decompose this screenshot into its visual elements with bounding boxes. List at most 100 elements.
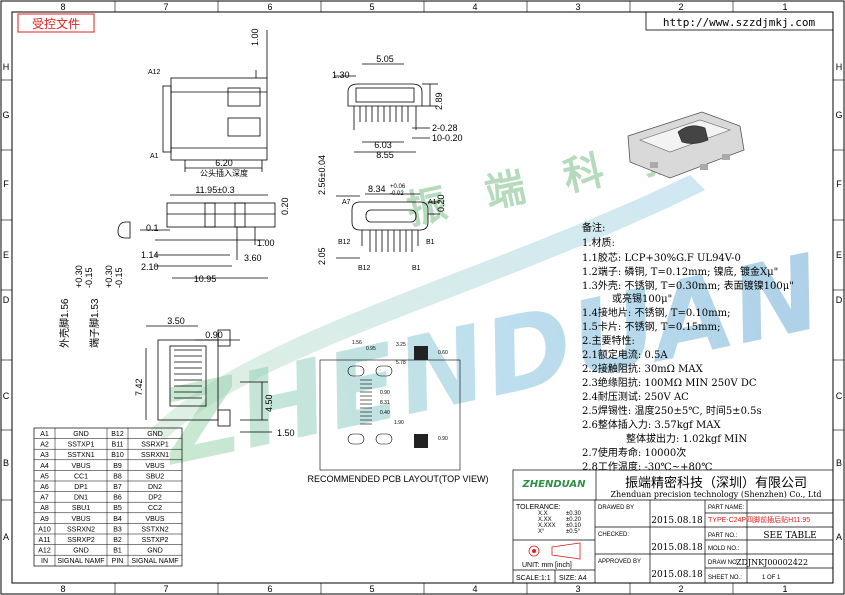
row-label: F <box>3 179 9 189</box>
col-label: 2 <box>678 584 683 594</box>
dim-label: 2.89 <box>434 92 444 110</box>
front-view-2 <box>336 193 440 259</box>
tolerance-key: X° <box>538 529 545 535</box>
tolerance-key: X.XXX <box>538 523 556 529</box>
pcb-dim: 0.40 <box>380 410 390 416</box>
row-label: H <box>3 62 10 72</box>
top-view <box>162 30 268 172</box>
pin-label: A1 <box>150 153 159 160</box>
pin-header: SIGNAL NAMF <box>57 558 104 565</box>
dim-label: 7.42 <box>134 378 144 396</box>
signal-name-cell: GND <box>73 431 89 438</box>
approved-label: APPROVED BY <box>598 559 641 565</box>
dim-label: 0.20 <box>436 194 446 212</box>
pin-label: B1 <box>426 239 435 246</box>
dim-label: +0.30 <box>74 265 84 288</box>
tolerance-key: X.XX <box>538 517 552 523</box>
signal-name-cell: VBUS <box>71 516 90 523</box>
pin-id-cell: A1 <box>40 431 49 438</box>
dim-label: +0.06 <box>390 184 406 190</box>
projection-symbol-icon <box>528 542 581 560</box>
dim-label: 10.95 <box>194 274 217 284</box>
dim-label: 外壳脚1.56 <box>58 298 71 348</box>
pin-id-cell: B8 <box>113 473 122 480</box>
note-line: 2.8工作温度: -30℃~+80℃ <box>582 460 712 473</box>
pin-id-cell: A11 <box>39 537 51 544</box>
row-label: H <box>836 62 843 72</box>
size-label: SIZE: A4 <box>559 575 587 582</box>
pcb-pad <box>414 434 428 448</box>
col-label: 7 <box>163 2 168 12</box>
col-label: 6 <box>267 2 272 12</box>
dim-label: 8.55 <box>376 150 394 160</box>
note-line: 或亮锡100μ" <box>612 292 672 305</box>
controlled-doc-stamp <box>17 13 95 33</box>
pin-id-cell: A2 <box>40 442 49 449</box>
dim-label: 6.20 <box>215 158 233 168</box>
stamp-text: 受控文件 <box>32 16 80 31</box>
dim-label: 6.03 <box>374 140 392 150</box>
note-line: 2.3绝缘阻抗: 100MΩ MIN 250V DC <box>582 376 757 389</box>
scale-label: SCALE:1:1 <box>516 575 551 582</box>
dim-label: 10-0.20 <box>432 133 463 143</box>
inner-border <box>11 11 834 584</box>
dim-label: 端子脚1.53 <box>88 298 101 348</box>
dim-label: 2.56±0.04 <box>317 155 327 195</box>
pin-header: PIN <box>112 558 124 565</box>
pin-id-cell: B10 <box>111 452 124 459</box>
signal-name-cell: SSTXP1 <box>68 442 95 449</box>
pin-header: SIGNAL NAMF <box>131 558 178 565</box>
dim-label: 11.95±0.3 <box>195 185 234 195</box>
connector-3d-render <box>627 111 745 179</box>
signal-name-cell: GND <box>73 548 89 555</box>
pin-id-cell: B7 <box>113 484 122 491</box>
tolerance-val: ±0.30 <box>566 511 582 517</box>
approved-date: 2015.08.18 <box>651 570 703 580</box>
pin-id-cell: B2 <box>113 537 122 544</box>
note-line: 2.2接触阻抗: 30mΩ MAX <box>582 362 704 375</box>
pcb-dim: 0.90 <box>380 390 390 396</box>
pin-label: B12 <box>358 265 371 272</box>
note-line: 2.4耐压测试: 250V AC <box>582 390 689 403</box>
pin-id-cell: A12 <box>38 548 51 555</box>
title-block-logo: ZHENDUAN <box>522 479 587 490</box>
dim-label: 4.50 <box>264 394 274 412</box>
pcb-layout <box>319 359 461 471</box>
tolerance-val: ±0.10 <box>566 523 582 529</box>
dim-label: 2.05 <box>317 247 327 265</box>
pcb-dim: 5.78 <box>396 360 406 366</box>
tolerance-val: ±0.5° <box>566 529 581 535</box>
signal-name-cell: DP1 <box>74 484 88 491</box>
title-block <box>512 469 834 584</box>
pcb-title: RECOMMENDED PCB LAYOUT(TOP VIEW) <box>307 474 488 484</box>
checked-date: 2015.08.18 <box>651 543 703 553</box>
row-label: D <box>836 295 843 305</box>
signal-name-cell: SBU2 <box>146 473 164 480</box>
dim-label: 5.05 <box>376 54 394 64</box>
part-name: TYPE-C24P四脚前插后贴H11.95 <box>708 515 810 524</box>
pin-id-cell: B3 <box>113 526 122 533</box>
signal-name-cell: GND <box>147 548 163 555</box>
website-url[interactable]: http://www.szzdjmkj.com <box>663 16 816 29</box>
view-label: 公头插入深度 <box>200 168 248 178</box>
note-line: 1.材质: <box>582 236 615 249</box>
pin-id-cell: A3 <box>40 452 49 459</box>
signal-name-cell: SSRXN2 <box>67 526 95 533</box>
signal-name-cell: SBU1 <box>72 505 90 512</box>
note-line: 2.6整体插入力: 3.57kgf MAX <box>582 418 722 431</box>
pin-id-cell: A10 <box>38 526 51 533</box>
pin-label: A7 <box>342 199 351 206</box>
dim-label: 1.50 <box>277 428 295 438</box>
row-label: G <box>835 110 842 120</box>
signal-name-cell: DN1 <box>74 495 88 502</box>
signal-name-cell: SSTXN2 <box>141 526 168 533</box>
front-view <box>334 63 438 153</box>
signal-name-cell: SSRXN1 <box>141 452 169 459</box>
pin-id-cell: A5 <box>40 473 49 480</box>
dim-label: 1.14 <box>141 250 159 260</box>
signal-name-cell: DP2 <box>148 495 162 502</box>
row-label: G <box>2 110 9 120</box>
pcb-dim: 1.90 <box>394 420 404 426</box>
